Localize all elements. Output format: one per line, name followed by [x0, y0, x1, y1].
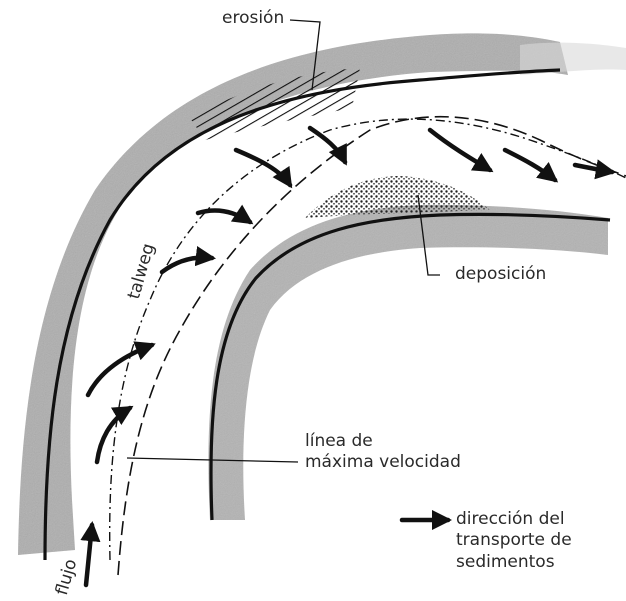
deposition-label: deposición — [455, 264, 546, 285]
sediment-arrow — [430, 130, 490, 170]
erosion-label: erosión — [222, 8, 284, 29]
sediment-arrow — [236, 150, 290, 185]
max-velocity-label-line-2: máxima velocidad — [305, 452, 461, 473]
max-velocity-label-line-1: línea de — [305, 431, 461, 452]
legend-label-line-1: dirección del — [456, 509, 572, 530]
sediment-arrow — [97, 408, 130, 462]
legend-label-line-2: transporte de — [456, 530, 572, 551]
sediment-arrow — [505, 150, 555, 180]
sediment-arrow — [198, 210, 250, 222]
sediment-arrows — [88, 128, 612, 462]
sediment-arrow — [88, 345, 152, 395]
flow-arrow — [86, 525, 92, 585]
legend-label: dirección del transporte de sedimentos — [456, 509, 572, 573]
legend-label-line-3: sedimentos — [456, 552, 572, 573]
sediment-arrow — [310, 128, 345, 162]
outer-bank-line — [45, 70, 560, 560]
max-velocity-label: línea de máxima velocidad — [305, 431, 461, 474]
